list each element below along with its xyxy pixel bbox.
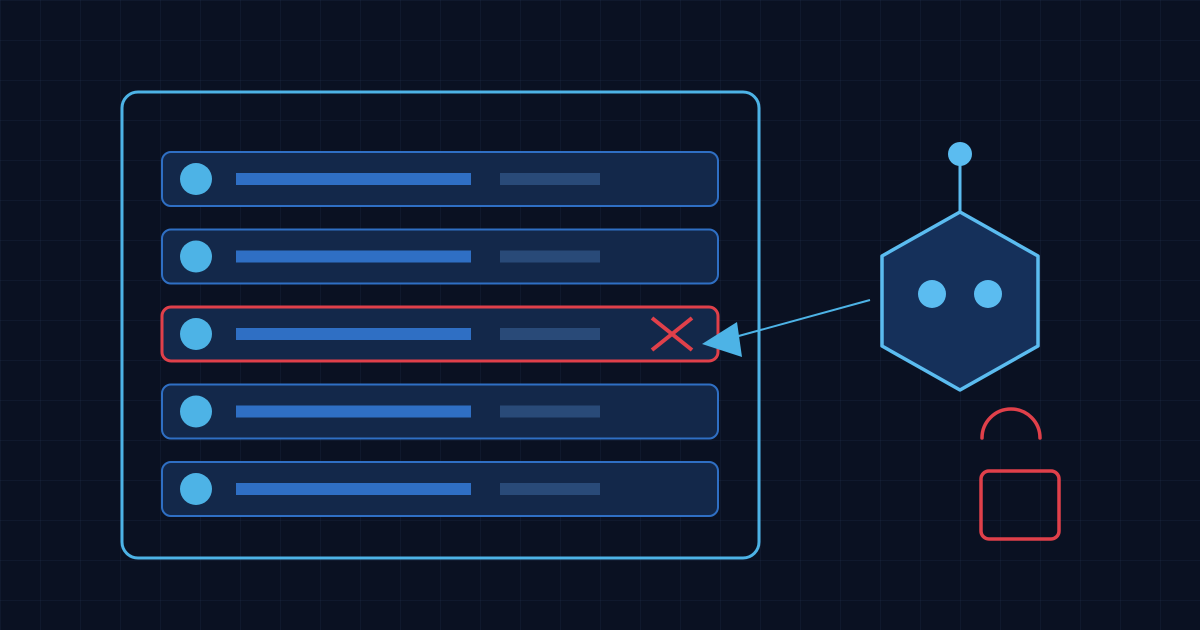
- list-row[interactable]: [161, 151, 719, 207]
- robot-eye-left: [918, 280, 946, 308]
- unlocked-padlock-icon: [979, 407, 1061, 541]
- close-icon-stroke-b: [650, 316, 694, 352]
- robot-antenna-tip: [948, 142, 972, 166]
- row-primary-bar: [236, 250, 471, 263]
- row-secondary-bar: [500, 328, 600, 340]
- arrow-icon: [702, 322, 742, 357]
- list-rows: [160, 151, 720, 517]
- pointer-arrow: [702, 299, 871, 357]
- robot-icon: [880, 142, 1040, 392]
- robot-eye-right: [974, 280, 1002, 308]
- row-secondary-bar: [500, 483, 600, 495]
- row-avatar-dot: [180, 163, 212, 195]
- row-avatar-dot: [180, 318, 212, 350]
- pointer-arrow-shaft: [734, 299, 871, 338]
- list-row[interactable]: [161, 383, 719, 440]
- padlock-shackle: [980, 407, 1042, 440]
- list-window-frame: [120, 90, 761, 560]
- row-primary-bar: [236, 173, 471, 185]
- row-secondary-bar: [500, 250, 600, 263]
- row-avatar-dot: [180, 395, 212, 428]
- padlock-body: [979, 469, 1061, 541]
- row-secondary-bar: [500, 405, 600, 418]
- close-icon: [650, 316, 694, 352]
- list-row[interactable]: [161, 228, 719, 285]
- row-secondary-bar: [500, 173, 600, 185]
- row-primary-bar: [236, 405, 471, 418]
- list-row-flagged[interactable]: [160, 305, 720, 363]
- robot-head: [880, 210, 1040, 392]
- row-avatar-dot: [180, 473, 212, 505]
- list-row[interactable]: [161, 461, 719, 517]
- row-avatar-dot: [180, 240, 212, 273]
- row-primary-bar: [236, 483, 471, 495]
- row-primary-bar: [236, 328, 471, 340]
